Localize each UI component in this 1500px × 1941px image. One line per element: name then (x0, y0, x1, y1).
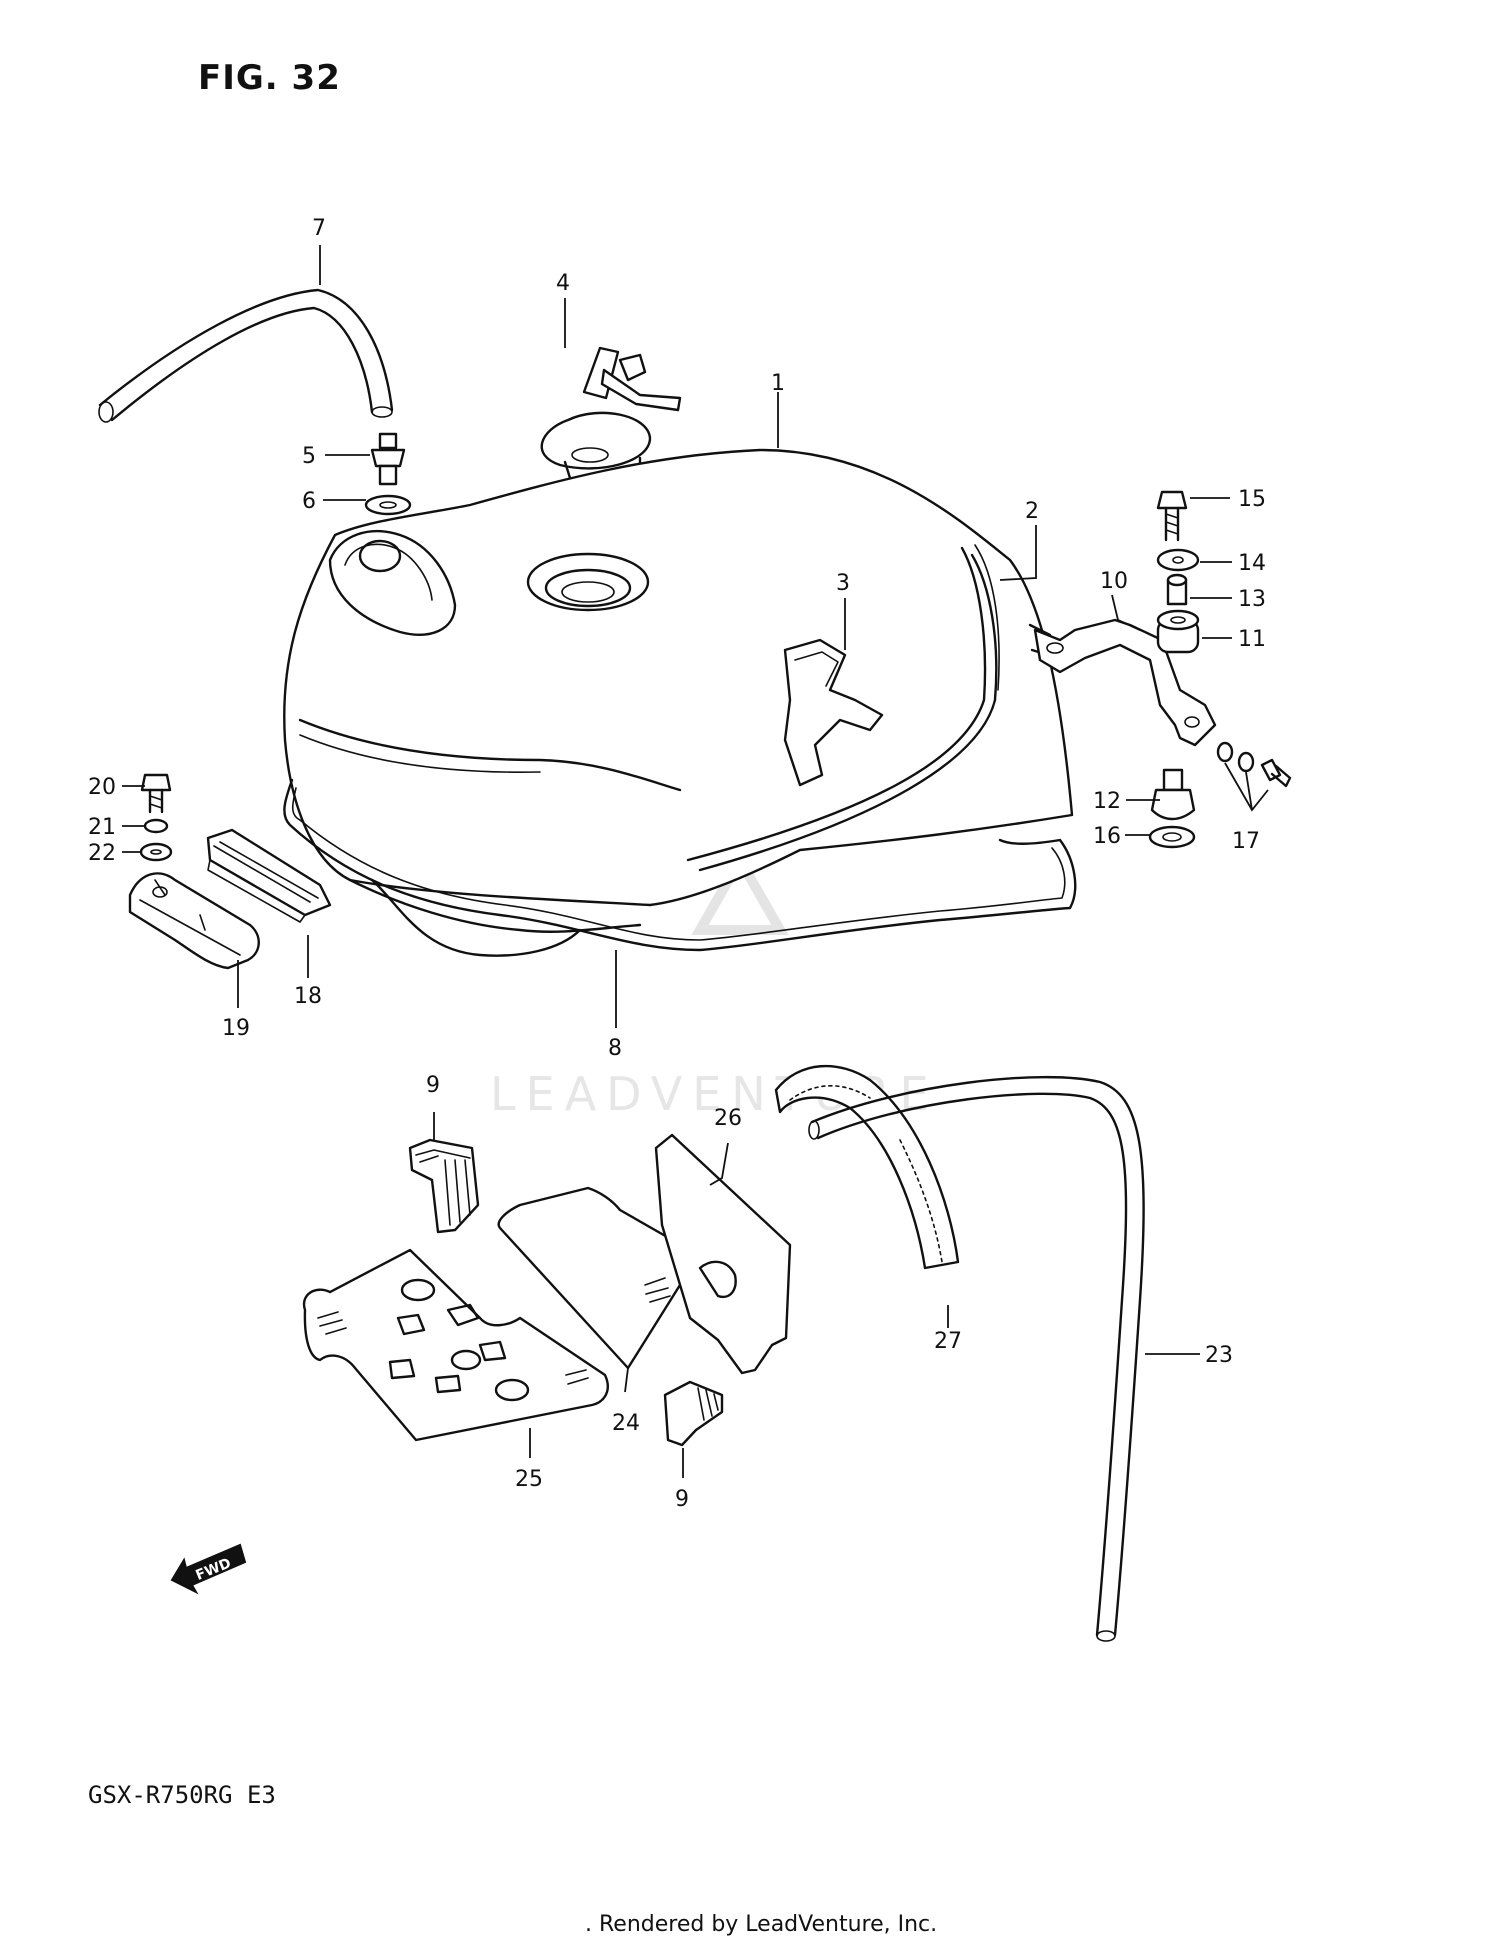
part-4-fuel-cap[interactable] (540, 346, 682, 488)
callout-6[interactable]: 6 (302, 489, 316, 514)
callout-9-lower[interactable]: 9 (675, 1487, 689, 1512)
part-20-bolt[interactable] (140, 773, 172, 814)
part-27-protector[interactable] (774, 1064, 960, 1270)
callout-13[interactable]: 13 (1238, 587, 1266, 612)
part-18-cushion[interactable] (206, 828, 332, 923)
callout-18[interactable]: 18 (294, 984, 322, 1009)
callout-3[interactable]: 3 (836, 571, 850, 596)
callout-17[interactable]: 17 (1232, 829, 1260, 854)
part-21-lock-washer[interactable] (143, 818, 169, 834)
part-7-breather-hose[interactable] (98, 288, 394, 423)
part-23-hose[interactable] (808, 1075, 1145, 1642)
callout-7[interactable]: 7 (312, 216, 326, 241)
part-3-emblem[interactable] (794, 651, 839, 687)
part-26-insulator[interactable] (654, 1133, 792, 1375)
part-22-washer[interactable] (139, 842, 173, 862)
callout-21[interactable]: 21 (88, 815, 116, 840)
part-16-washer[interactable] (1148, 825, 1196, 849)
callout-1[interactable]: 1 (771, 371, 785, 396)
part-8-tank-gasket[interactable] (283, 778, 1077, 952)
part-12-cushion[interactable] (1150, 768, 1196, 821)
part-11-cushion[interactable] (1156, 609, 1200, 654)
part-9-cushion-upper[interactable] (408, 1138, 480, 1234)
callout-2[interactable]: 2 (1025, 499, 1039, 524)
callout-10[interactable]: 10 (1100, 569, 1128, 594)
figure-title: FIG. 32 (198, 58, 341, 98)
callout-24[interactable]: 24 (612, 1411, 640, 1436)
part-6-washer[interactable] (364, 494, 412, 516)
part-2-tank-stripe[interactable] (974, 544, 1000, 691)
part-1-fuel-tank[interactable] (283, 448, 1074, 957)
part-15-bolt[interactable] (1156, 490, 1188, 542)
callout-8[interactable]: 8 (608, 1036, 622, 1061)
callout-5[interactable]: 5 (302, 444, 316, 469)
part-17-bolt-set[interactable] (1216, 741, 1292, 812)
callout-22[interactable]: 22 (88, 841, 116, 866)
leader-lines (122, 245, 1232, 1478)
callout-14[interactable]: 14 (1238, 551, 1266, 576)
callout-27[interactable]: 27 (934, 1329, 962, 1354)
part-25-insulator[interactable] (302, 1248, 609, 1442)
fwd-arrow-icon: FWD (170, 1543, 247, 1595)
callout-11[interactable]: 11 (1238, 627, 1266, 652)
footer-credit: . Rendered by LeadVenture, Inc. (585, 1912, 937, 1937)
part-13-collar[interactable] (1166, 573, 1188, 606)
callout-23[interactable]: 23 (1205, 1343, 1233, 1368)
part-9-cushion-lower[interactable] (663, 1380, 724, 1447)
callout-25[interactable]: 25 (515, 1467, 543, 1492)
callout-numbers: 7 4 1 5 6 2 3 10 15 14 13 11 12 16 17 20… (88, 216, 1266, 1512)
callout-19[interactable]: 19 (222, 1016, 250, 1041)
callout-20[interactable]: 20 (88, 775, 116, 800)
part-14-washer[interactable] (1156, 548, 1200, 572)
part-5-breather-nipple[interactable] (370, 432, 406, 486)
model-code: GSX-R750RG E3 (88, 1781, 276, 1809)
part-10-tank-bracket[interactable] (1033, 618, 1217, 747)
part-19-holder[interactable] (128, 872, 260, 970)
callout-26[interactable]: 26 (714, 1106, 742, 1131)
callout-15[interactable]: 15 (1238, 487, 1266, 512)
callout-9-upper[interactable]: 9 (426, 1073, 440, 1098)
callout-4[interactable]: 4 (556, 271, 570, 296)
callout-16[interactable]: 16 (1093, 824, 1121, 849)
callout-12[interactable]: 12 (1093, 789, 1121, 814)
